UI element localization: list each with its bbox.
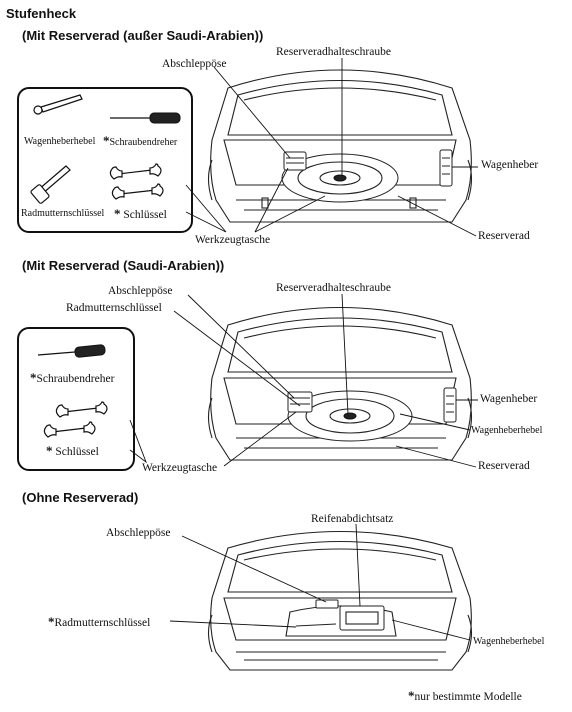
wagenheberhebel-icon bbox=[33, 94, 83, 115]
label-halteschraube-1: Reserveradhalteschraube bbox=[276, 46, 391, 58]
footnote-text: nur bestimmte Modelle bbox=[414, 691, 522, 703]
label-halteschraube-2: Reserveradhalteschraube bbox=[276, 282, 391, 294]
asterisk-marker: * bbox=[48, 614, 55, 629]
wrench-icon-2a bbox=[55, 401, 108, 418]
label-werkzeugtasche-1: Werkzeugtasche bbox=[195, 234, 271, 246]
wrench-icon-1a bbox=[109, 163, 162, 180]
asterisk-marker: * bbox=[114, 206, 121, 221]
section3-heading: (Ohne Reserverad) bbox=[22, 490, 139, 505]
label-radmutternschluessel-3: *Radmutternschlüssel bbox=[48, 614, 150, 630]
tool-label-schraubendreher-2: *Schraubendreher bbox=[30, 370, 114, 386]
screwdriver-icon-1 bbox=[110, 112, 181, 124]
label-abschleppoese-2: Abschleppöse bbox=[108, 285, 173, 297]
tool-label-schraubendreher-1: *Schraubendreher bbox=[103, 133, 177, 149]
label-werkzeugtasche-2: Werkzeugtasche bbox=[142, 462, 218, 474]
label-abschleppoese-3: Abschleppöse bbox=[106, 527, 171, 539]
asterisk-marker: * bbox=[46, 443, 53, 458]
section2-heading: (Mit Reserverad (Saudi-Arabien)) bbox=[22, 258, 225, 273]
label-reserverad-2: Reserverad bbox=[478, 460, 530, 472]
tool-label-radmutternschluessel-1: Radmutternschlüssel bbox=[21, 208, 105, 219]
asterisk-marker: * bbox=[408, 688, 415, 703]
tool-label-schluessel-2-text: Schlüssel bbox=[55, 446, 99, 458]
tool-label-schraubendreher-2-text: Schraubendreher bbox=[36, 373, 115, 385]
tool-label-wagenheberhebel: Wagenheberhebel bbox=[24, 136, 96, 147]
tool-label-schluessel-1: * Schlüssel bbox=[114, 206, 167, 222]
asterisk-marker: * bbox=[30, 370, 37, 385]
wrench-icon-1b bbox=[111, 183, 164, 200]
section1-heading: (Mit Reserverad (außer Saudi-Arabien)) bbox=[22, 28, 264, 43]
page-title: Stufenheck bbox=[6, 6, 77, 21]
footnote: *nur bestimmte Modelle bbox=[408, 688, 522, 704]
car-trunk-illustration-1 bbox=[207, 69, 473, 223]
screwdriver-icon-2 bbox=[37, 344, 106, 358]
label-wagenheberhebel-2: Wagenheberhebel bbox=[471, 425, 543, 436]
label-radmutternschluessel-3-text: Radmutternschlüssel bbox=[54, 617, 151, 629]
label-wagenheber-2: Wagenheber bbox=[480, 393, 538, 405]
label-radmutternschluessel-2: Radmutternschlüssel bbox=[66, 302, 162, 314]
label-reifenabdichtsatz-3: Reifenabdichtsatz bbox=[311, 513, 394, 525]
tool-label-schluessel-1-text: Schlüssel bbox=[123, 209, 167, 221]
label-wagenheberhebel-3: Wagenheberhebel bbox=[473, 636, 545, 647]
label-abschleppoese-1: Abschleppöse bbox=[162, 58, 227, 70]
wrench-icon-2b bbox=[43, 421, 96, 438]
label-reserverad-1: Reserverad bbox=[478, 230, 530, 242]
tool-label-schraubendreher-1-text: Schraubendreher bbox=[109, 137, 178, 148]
tool-label-schluessel-2: * Schlüssel bbox=[46, 443, 99, 459]
car-trunk-illustration-2 bbox=[207, 306, 473, 461]
asterisk-marker: * bbox=[103, 133, 110, 148]
label-wagenheber-1: Wagenheber bbox=[481, 159, 539, 171]
radmutternschluessel-icon-1 bbox=[30, 165, 71, 204]
car-trunk-illustration-3 bbox=[207, 530, 473, 671]
